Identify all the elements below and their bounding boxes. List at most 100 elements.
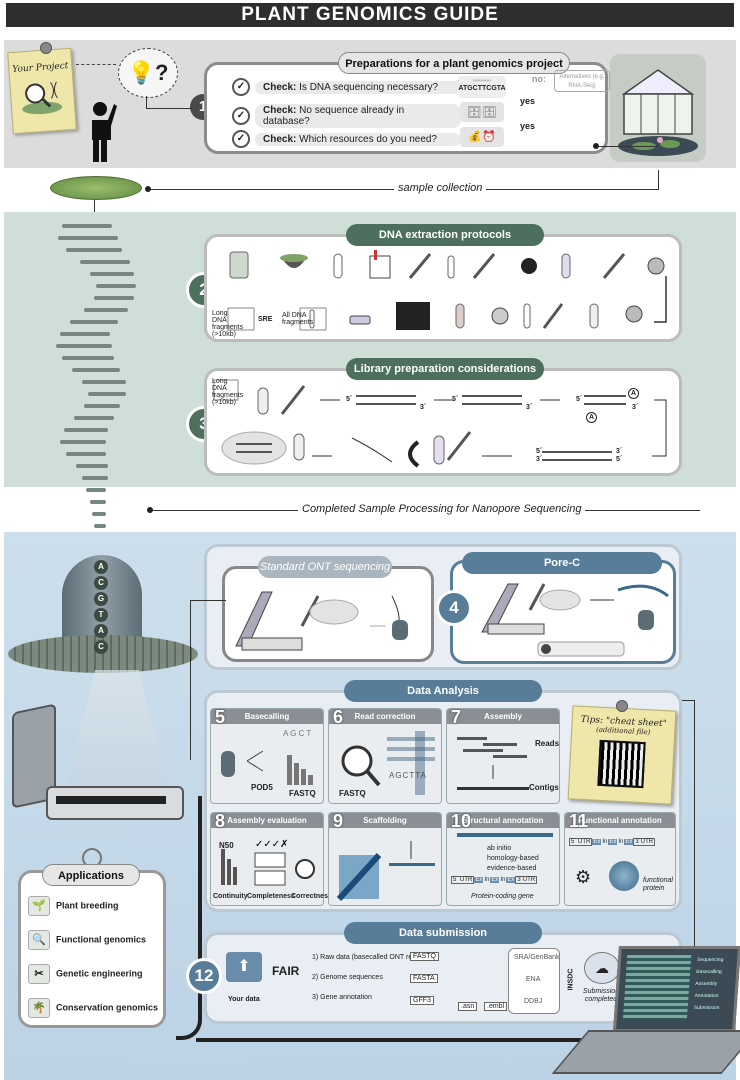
gene-segment: Ex	[490, 877, 500, 883]
format-fastq: FASTQ	[410, 952, 439, 961]
protein-coding-label: Protein-coding gene	[471, 893, 534, 900]
five-prime-label: 5´	[536, 448, 543, 455]
gene-segment: 3´UTR	[515, 876, 538, 884]
pore-base: A	[94, 560, 108, 574]
dna-magnifier-icon: 🔍	[28, 930, 50, 950]
palm-tree-icon: 🌴	[28, 998, 50, 1018]
check-label: Check:	[263, 105, 297, 116]
basecalling-title: Basecalling	[211, 709, 323, 724]
checkmark-icon: ✓	[232, 78, 250, 96]
step-8-badge: 8	[215, 811, 226, 831]
connector	[76, 64, 116, 66]
fair-label: FAIR	[272, 964, 300, 978]
basecalling-chart-icon	[221, 750, 313, 785]
submission-completed-label: Submission completed	[582, 988, 620, 1003]
preparations-title: Preparations for a plant genomics projec…	[338, 52, 570, 74]
database-icon: 🗄🗄	[460, 102, 504, 122]
basecalling-card: Basecalling 5 POD5 FASTQ A G C T	[210, 707, 324, 804]
pore-base: A	[94, 624, 108, 638]
sequence-label: AGCTTA	[389, 771, 427, 780]
gene-segment: 5´ UTR	[569, 838, 593, 846]
data-submission-title: Data submission	[344, 922, 542, 944]
structural-annotation-title: Structural annotation	[447, 813, 559, 828]
check-row-3: ✓Check: Which resources do you need?	[232, 130, 461, 148]
application-label: Plant breeding	[56, 900, 119, 911]
dna-extraction-panel	[204, 234, 682, 342]
three-prime-label: 3´	[616, 448, 623, 455]
connector-dot	[147, 507, 153, 513]
gene-segment: In	[484, 877, 490, 883]
structural-annotation-card: Structural annotation 10 ab initio homol…	[446, 811, 560, 906]
data-analysis-title: Data Analysis	[344, 680, 542, 702]
screen-data	[622, 955, 692, 1019]
connector	[596, 146, 658, 147]
gene-segment: Ex	[592, 839, 602, 845]
bases-label: A G C T	[283, 729, 312, 738]
tips-note: Tips: "cheat sheet" (additional file)	[567, 705, 677, 805]
magnifier-icon	[341, 731, 435, 795]
greenhouse-illustration	[610, 54, 706, 162]
application-label: Functional genomics	[56, 934, 147, 945]
no-label: no:	[532, 74, 546, 84]
check-row-1: ✓Check: Is DNA sequencing necessary?	[232, 78, 461, 96]
reads-label: Reads	[535, 739, 560, 748]
functional-protein-label: functional protein	[643, 877, 673, 892]
submission-item: 1) Raw data (basecalled ONT reads)	[312, 954, 426, 961]
gene-segment: Ex	[474, 877, 484, 883]
protein-icon	[609, 861, 639, 891]
sample-collection-label: sample collection	[394, 182, 487, 194]
pin-icon	[616, 700, 628, 712]
submission-item: 2) Genome sequences	[312, 974, 383, 981]
step-6-badge: 6	[333, 707, 344, 727]
connector	[682, 700, 694, 701]
fastq-label: FASTQ	[289, 789, 316, 798]
sequence-text: ATGCTTCGTA	[458, 85, 506, 92]
three-prime-label: 3´	[536, 456, 543, 463]
step-9-badge: 9	[333, 811, 344, 831]
qr-code-icon	[597, 739, 646, 789]
application-label: Genetic engineering	[56, 968, 143, 979]
leaf-sample-icon	[50, 176, 142, 200]
database-box	[508, 948, 560, 1014]
screen-menu-item: Assembly	[695, 981, 718, 987]
magnifier-icon	[22, 81, 63, 115]
sre-label: SRE	[258, 316, 273, 323]
checkmark-icon: ✓	[232, 130, 250, 148]
greenhouse-icon	[618, 69, 698, 156]
person-icon	[92, 102, 117, 162]
gear-icon: ⚙	[575, 867, 592, 887]
thought-bubble: 💡?	[118, 48, 178, 98]
laptop-screen: Sequencing Basecalling Assembly Annotati…	[612, 946, 740, 1032]
pore-base: C	[94, 640, 108, 654]
your-data-icon: ⬆	[226, 952, 262, 982]
yes-label-1: yes	[520, 96, 536, 106]
database-label: DDBJ	[524, 998, 543, 1005]
genome-bar	[457, 833, 553, 837]
correctness-label: Correctness	[291, 893, 332, 900]
check-text: Which resources do you need?	[299, 133, 437, 145]
assembly-title: Assembly	[447, 709, 559, 724]
evidence-label: evidence-based	[487, 865, 537, 872]
format-asn: .asn	[458, 1002, 478, 1011]
fastq-label: FASTQ	[339, 789, 366, 798]
assembly-card: Assembly 7 Reads Contigs	[446, 707, 560, 804]
step-4-badge: 4	[436, 590, 472, 626]
screen-menu-item: Submission	[693, 1005, 720, 1011]
step-12-badge: 12	[186, 958, 222, 994]
check-label: Check:	[263, 81, 297, 93]
completed-processing-label: Completed Sample Processing for Nanopore…	[298, 503, 586, 515]
step-7-badge: 7	[451, 707, 462, 727]
dna-sequence-icon: 〰〰〰 ATGCTTCGTA	[458, 76, 506, 98]
n50-label: N50	[219, 841, 234, 850]
plant-pot-icon: 🌱	[28, 896, 50, 916]
connector	[94, 200, 95, 220]
connector-dot	[145, 186, 151, 192]
all-fragments-label: All DNA fragments	[282, 312, 314, 326]
long-fragments-label: Long DNA fragments (>10kb)	[212, 310, 244, 338]
connector	[694, 700, 695, 946]
library-preparation-title: Library preparation considerations	[346, 358, 544, 380]
insdc-label: INSDC	[567, 968, 575, 991]
